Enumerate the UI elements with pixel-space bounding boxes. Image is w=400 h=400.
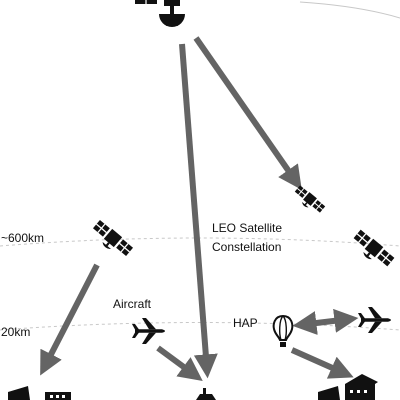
leo-constellation-label-line2: Constellation (212, 240, 282, 254)
hap-label: HAP (233, 316, 258, 330)
leo-orbit-arc (0, 237, 400, 247)
orbit-20km-label: 20km (1, 325, 31, 339)
ground-station-icon (8, 386, 71, 400)
leo-constellation-label-line1: LEO Satellite (212, 221, 283, 235)
airplane-icon-left (132, 318, 165, 344)
hap-to-ground-arrow (290, 347, 354, 379)
building-icon (318, 374, 378, 400)
geo-to-ground-arrow (179, 43, 218, 379)
hap-aircraft-link-arrow (292, 308, 359, 335)
links (40, 36, 359, 381)
outer-orbit-arc (299, 1, 400, 19)
orbit-600km-label: ~600km (1, 231, 45, 245)
geo-to-leo-arrow (193, 36, 302, 190)
leo-to-ground-arrow (40, 263, 100, 376)
hot-air-balloon-icon (272, 314, 294, 347)
leo-satellite-icon-left (87, 218, 135, 263)
geo-satellite-icon (135, 0, 185, 27)
ground-station-icon-center (196, 388, 216, 400)
leo-satellite-icon-right (348, 227, 397, 273)
leo-satellite-icon-center (290, 183, 327, 218)
orbit-lines (0, 1, 400, 331)
aircraft-to-ground-arrow (156, 345, 203, 381)
aircraft-label: Aircraft (113, 297, 152, 311)
hap-orbit-arc (0, 322, 400, 331)
